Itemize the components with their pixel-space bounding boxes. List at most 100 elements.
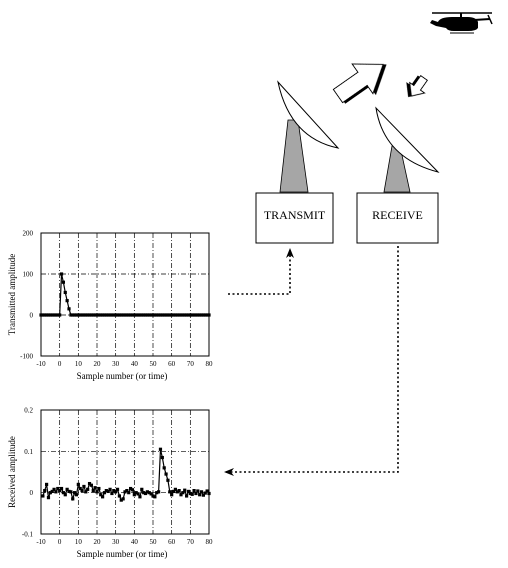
- x-tick-label: 0: [58, 538, 62, 546]
- data-point: [138, 495, 142, 499]
- y-tick-label: -0.1: [22, 531, 34, 539]
- data-point: [201, 313, 205, 317]
- data-point: [143, 313, 148, 317]
- data-point: [95, 313, 99, 317]
- data-point: [58, 313, 62, 317]
- data-point: [203, 491, 207, 495]
- y-tick-label: 200: [23, 230, 34, 238]
- x-tick-label: -10: [36, 360, 46, 368]
- data-point: [170, 493, 174, 497]
- y-tick-label: 100: [23, 271, 34, 279]
- x-tick-label: 80: [206, 360, 214, 368]
- data-point: [93, 313, 97, 317]
- data-point: [198, 313, 202, 317]
- data-point: [177, 313, 181, 317]
- data-point: [185, 313, 189, 317]
- data-point: [179, 313, 183, 317]
- data-point: [95, 490, 99, 494]
- data-point: [87, 481, 92, 486]
- data-point: [80, 489, 84, 493]
- data-point: [106, 489, 110, 494]
- data-point: [186, 489, 191, 494]
- data-point: [157, 313, 161, 317]
- x-axis-label: Sample number (or time): [77, 549, 168, 559]
- data-point: [67, 307, 71, 311]
- x-tick-label: 60: [168, 360, 176, 368]
- data-point: [168, 313, 172, 317]
- data-point: [86, 313, 90, 317]
- data-point: [65, 487, 69, 491]
- data-point: [162, 313, 166, 317]
- data-point: [71, 497, 75, 501]
- data-point: [160, 313, 164, 317]
- data-point: [115, 487, 120, 491]
- data-point: [164, 313, 168, 317]
- x-tick-label: 0: [58, 360, 62, 368]
- data-point: [63, 493, 67, 497]
- data-point: [151, 313, 155, 317]
- receive-box: RECEIVE: [356, 192, 439, 244]
- data-point: [106, 313, 110, 317]
- data-point: [203, 313, 207, 317]
- x-tick-label: 30: [112, 538, 120, 546]
- data-point: [196, 489, 200, 493]
- plot-frame: [40, 409, 210, 535]
- echo-wave-arrow-icon: [409, 75, 428, 97]
- y-tick-label: 0: [30, 312, 34, 320]
- data-point: [86, 487, 90, 491]
- data-point: [114, 490, 118, 494]
- data-point: [155, 491, 159, 495]
- data-point: [52, 487, 56, 491]
- y-tick-label: 0.2: [24, 407, 33, 415]
- data-point: [162, 466, 166, 470]
- data-point: [145, 313, 149, 317]
- data-point: [43, 489, 47, 493]
- data-point: [50, 489, 54, 494]
- data-point: [87, 313, 92, 317]
- x-tick-label: 70: [187, 538, 195, 546]
- data-point: [69, 490, 73, 494]
- data-point: [110, 313, 114, 317]
- data-point: [78, 486, 82, 491]
- data-point: [80, 313, 84, 317]
- data-point: [59, 486, 64, 491]
- data-point: [48, 491, 52, 495]
- data-point: [194, 491, 198, 496]
- data-point: [142, 313, 146, 317]
- data-point: [166, 478, 170, 482]
- data-point: [173, 487, 177, 491]
- data-point: [114, 313, 118, 317]
- receive-signal-connector: [224, 246, 399, 476]
- data-point: [99, 313, 103, 317]
- data-point: [123, 313, 127, 317]
- data-point: [41, 313, 45, 317]
- data-point: [119, 498, 123, 502]
- data-point: [73, 491, 77, 495]
- y-tick-label: -100: [20, 353, 33, 361]
- y-axis-label: Transmitted amplitude: [7, 254, 17, 335]
- data-point: [136, 492, 140, 496]
- data-point: [84, 313, 88, 317]
- data-point: [186, 313, 191, 317]
- transmitted-wave-arrow-icon: [332, 63, 384, 104]
- helicopter-icon: [430, 12, 493, 34]
- x-tick-label: 10: [75, 538, 83, 546]
- data-point: [166, 313, 170, 317]
- data-point: [147, 491, 151, 495]
- data-point: [138, 313, 142, 317]
- receive-label: RECEIVE: [372, 208, 423, 222]
- data-point: [158, 447, 163, 451]
- data-point: [115, 313, 120, 317]
- data-point: [104, 313, 108, 317]
- data-point: [121, 313, 125, 317]
- data-point: [54, 313, 58, 317]
- data-point: [183, 313, 187, 317]
- data-point: [101, 495, 105, 499]
- data-point: [56, 313, 60, 317]
- data-point: [117, 494, 121, 498]
- data-point: [101, 313, 105, 317]
- data-point: [171, 489, 176, 494]
- data-point: [134, 491, 138, 495]
- data-point: [132, 493, 136, 497]
- data-point: [188, 491, 192, 496]
